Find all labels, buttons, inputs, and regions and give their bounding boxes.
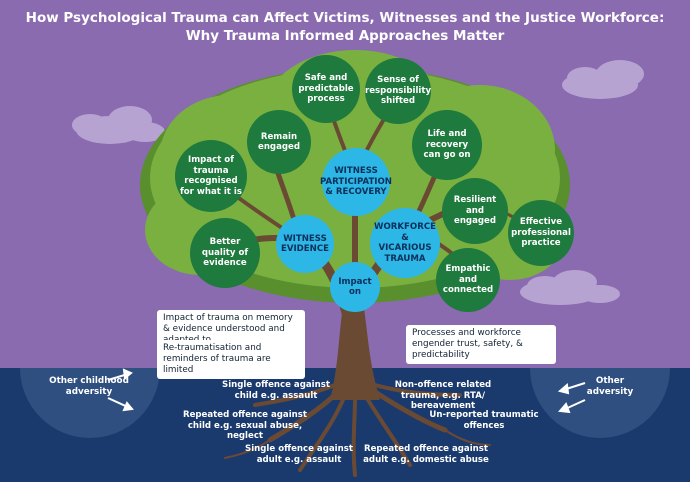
circle-witness-evidence: WITNESS EVIDENCE xyxy=(276,215,334,273)
circle-impact-recognised: Impact of trauma recognised for what it … xyxy=(175,140,247,212)
page-title-line-1: How Psychological Trauma can Affect Vict… xyxy=(25,10,665,26)
cloud-left xyxy=(72,106,165,144)
circle-responsibility-shifted: Sense of responsibility shifted xyxy=(365,58,431,124)
circle-workforce-vicarious: WORKFORCE & VICARIOUS TRAUMA xyxy=(370,208,440,278)
root-repeated-adult: Repeated offence against adult e.g. dome… xyxy=(363,444,489,465)
circle-effective-practice: Effective professional practice xyxy=(508,200,574,266)
circle-impact-on: Impact on xyxy=(330,262,380,312)
circle-empathic-connected: Empathic and connected xyxy=(436,248,500,312)
circle-safe-predictable: Safe and predictable process xyxy=(292,55,360,123)
arrow-right-2-head xyxy=(558,402,571,414)
tree-trunk xyxy=(330,295,380,400)
label-other-childhood-adversity: Other childhood adversity xyxy=(49,376,129,397)
root-repeated-child: Repeated offence against child e.g. sexu… xyxy=(182,410,308,441)
circle-resilient-engaged: Resilient and engaged xyxy=(442,178,508,244)
tree-roots xyxy=(224,383,491,477)
circle-life-recovery: Life and recovery can go on xyxy=(412,110,482,180)
cloud-right-top xyxy=(562,60,644,99)
circle-remain-engaged: Remain engaged xyxy=(247,110,311,174)
root-single-child: Single offence against child e.g. assaul… xyxy=(222,380,330,401)
label-other-adversity: Other adversity xyxy=(586,376,634,397)
root-single-adult: Single offence against adult e.g. assaul… xyxy=(245,444,353,465)
arrow-right-1-head xyxy=(557,383,570,395)
left-adversity-circle xyxy=(20,368,160,438)
arrows xyxy=(107,368,586,414)
root-unreported: Un-reported traumatic offences xyxy=(429,410,539,431)
callout-retraumatisation: Re-traumatisation and reminders of traum… xyxy=(157,340,305,379)
arrow-left-2-head xyxy=(122,368,133,380)
page-title-line-2: Why Trauma Informed Approaches Matter xyxy=(185,28,505,44)
root-non-offence: Non-offence related trauma, e.g. RTA/ be… xyxy=(394,380,492,411)
circle-witness-participation: WITNESS PARTICIPATION & RECOVERY xyxy=(320,148,392,216)
callout-trust-safety: Processes and workforce engender trust, … xyxy=(406,325,556,364)
arrow-left-1-head xyxy=(122,401,134,412)
circle-better-evidence: Better quality of evidence xyxy=(190,218,260,288)
cloud-right-bottom xyxy=(520,270,620,305)
